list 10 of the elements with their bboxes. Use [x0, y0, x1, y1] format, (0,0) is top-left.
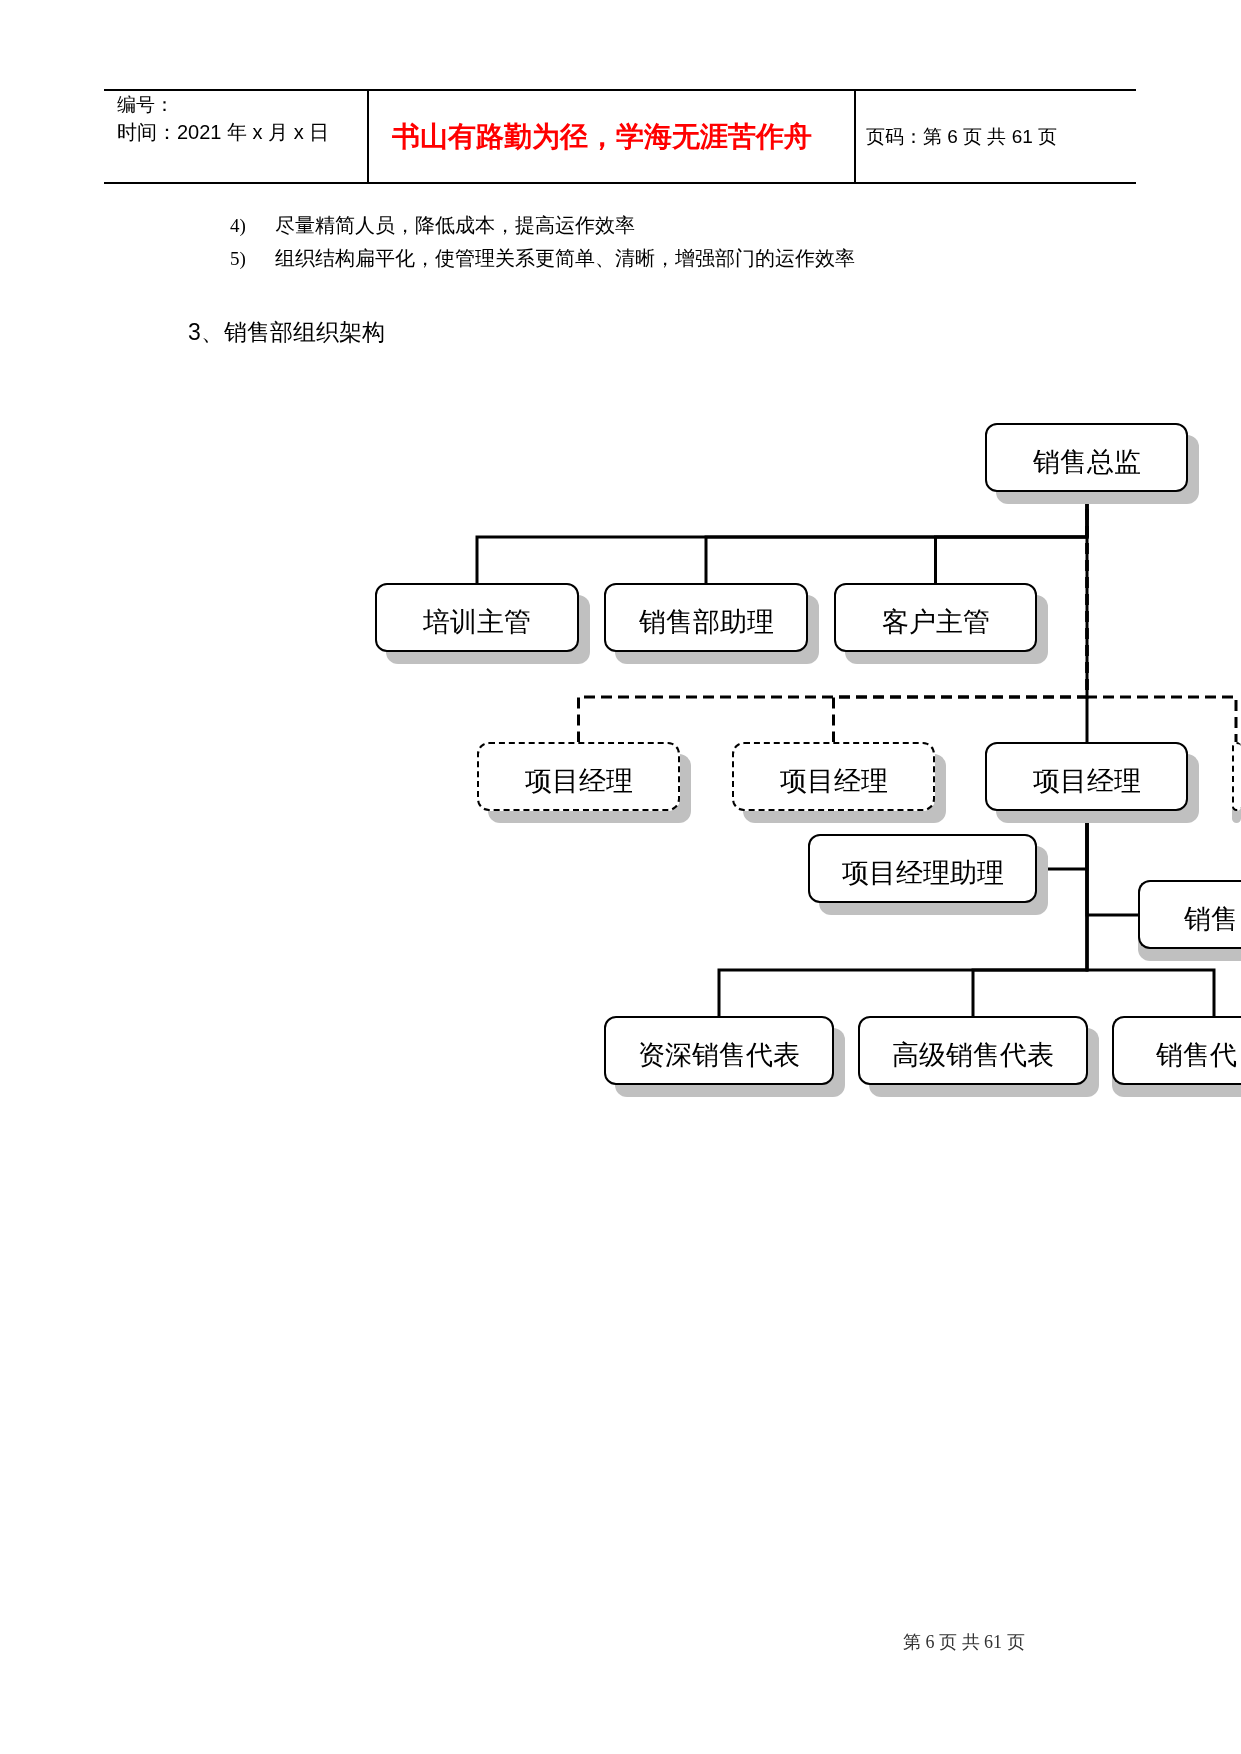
document-number-label: 编号： — [117, 93, 174, 117]
motto-text: 书山有路勤为径，学海无涯苦作舟 — [392, 120, 812, 154]
list-number: 5) — [230, 248, 246, 270]
section-heading: 3、销售部组织架构 — [188, 318, 385, 347]
page-number-label: 页码：第 6 页 共 61 页 — [866, 125, 1058, 149]
list-number: 4) — [230, 215, 246, 237]
list-item-text: 尽量精简人员，降低成本，提高运作效率 — [275, 213, 635, 238]
list-item-text: 组织结构扁平化，使管理关系更简单、清晰，增强部门的运作效率 — [275, 246, 855, 271]
date-label: 时间：2021 年 x 月 x 日 — [117, 120, 330, 145]
page-footer: 第 6 页 共 61 页 — [903, 1630, 1025, 1654]
